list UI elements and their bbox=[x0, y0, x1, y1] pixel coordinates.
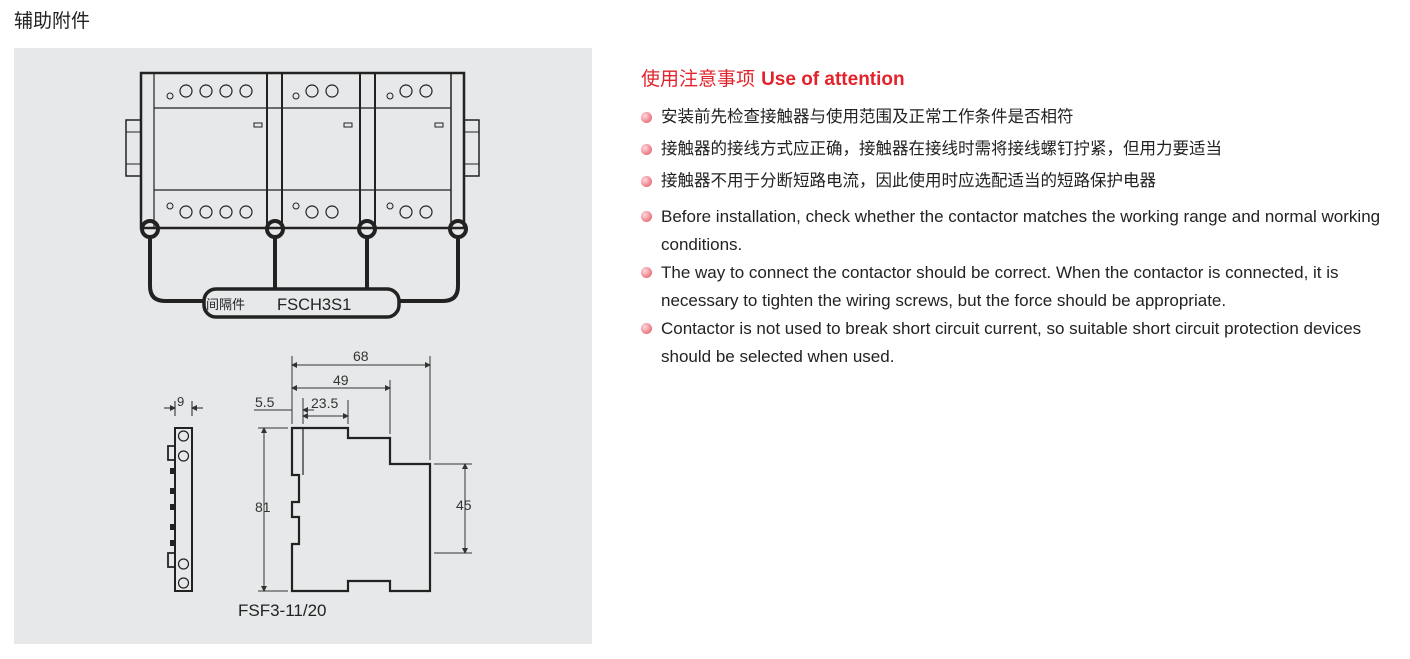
technical-drawing: 间隔件 FSCH3S1 9 bbox=[125, 71, 480, 620]
dim-height-front: 45 bbox=[456, 497, 472, 513]
list-item: Contactor is not used to break short cir… bbox=[641, 315, 1381, 371]
dimension-lines bbox=[254, 356, 472, 592]
bullet-icon bbox=[641, 176, 652, 187]
spacer-label-model: FSCH3S1 bbox=[277, 296, 351, 314]
side-view bbox=[164, 401, 203, 592]
spacer-fsch3s1 bbox=[140, 219, 468, 319]
list-item: 安装前先检查接触器与使用范围及正常工作条件是否相符 bbox=[641, 101, 1381, 133]
bullet-icon bbox=[641, 323, 652, 334]
dim-side-width: 9 bbox=[177, 394, 184, 409]
profile-view bbox=[290, 426, 432, 593]
notes-title-cn: 使用注意事项 bbox=[641, 68, 756, 90]
page-heading: 辅助附件 bbox=[14, 10, 91, 32]
figure-panel: 间隔件 FSCH3S1 9 bbox=[14, 48, 592, 644]
notes-title: 使用注意事项 Use of attention bbox=[641, 64, 1381, 91]
bullet-icon bbox=[641, 211, 652, 222]
notes-title-en: Use of attention bbox=[761, 69, 905, 90]
list-item: 接触器不用于分断短路电流，因此使用时应选配适当的短路保护电器 bbox=[641, 165, 1381, 197]
en-note-list: Before installation, check whether the c… bbox=[641, 203, 1381, 371]
dim-offset: 5.5 bbox=[255, 394, 275, 410]
contactor-assembly bbox=[125, 71, 480, 230]
bullet-icon bbox=[641, 144, 652, 155]
attention-notes: 使用注意事项 Use of attention 安装前先检查接触器与使用范围及正… bbox=[641, 64, 1381, 371]
dim-step-width: 23.5 bbox=[311, 395, 338, 411]
dim-height-total: 81 bbox=[255, 499, 271, 515]
model-label: FSF3-11/20 bbox=[238, 601, 327, 620]
list-item: The way to connect the contactor should … bbox=[641, 259, 1381, 315]
dim-mid-width: 49 bbox=[333, 372, 349, 388]
bullet-icon bbox=[641, 112, 652, 123]
cn-note-list: 安装前先检查接触器与使用范围及正常工作条件是否相符 接触器的接线方式应正确，接触… bbox=[641, 101, 1381, 197]
dim-overall-width: 68 bbox=[353, 348, 369, 364]
spacer-label-cn: 间隔件 bbox=[206, 298, 245, 313]
list-item: 接触器的接线方式应正确，接触器在接线时需将接线螺钉拧紧，但用力要适当 bbox=[641, 133, 1381, 165]
list-item: Before installation, check whether the c… bbox=[641, 203, 1381, 259]
bullet-icon bbox=[641, 267, 652, 278]
